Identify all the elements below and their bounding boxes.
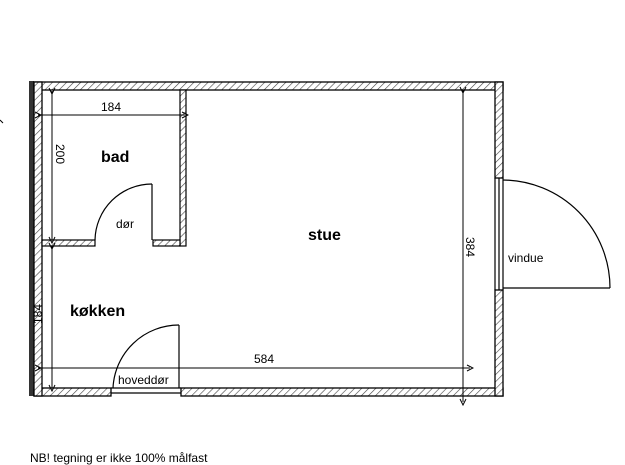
front-door-label: hoveddør bbox=[118, 373, 169, 387]
dim-value-bath-height: 200 bbox=[53, 144, 67, 164]
wall-top bbox=[33, 81, 504, 91]
wall-right-lower bbox=[494, 289, 504, 397]
dim-value-total-height: 384 bbox=[463, 237, 477, 257]
door-label: dør bbox=[116, 217, 134, 231]
dimension-lines bbox=[38, 90, 470, 402]
room-label-bathroom: bad bbox=[101, 149, 129, 166]
dim-value-bath-width: 184 bbox=[101, 100, 121, 114]
window-label: vindue bbox=[508, 251, 544, 265]
window bbox=[494, 178, 611, 290]
dim-value-kitchen-height: 184 bbox=[31, 304, 45, 324]
front-door bbox=[111, 324, 181, 394]
room-label-living-room: stue bbox=[308, 227, 341, 244]
front-door-arc bbox=[112, 324, 180, 389]
wall-bottom-left bbox=[33, 387, 112, 397]
exterior-walls bbox=[33, 81, 504, 397]
bathroom-wall-right bbox=[179, 89, 187, 247]
bathroom-wall-bottom-right bbox=[152, 239, 181, 247]
dim-value-total-width: 584 bbox=[254, 352, 274, 366]
bathroom-wall-bottom-left bbox=[41, 239, 96, 247]
corner-post bbox=[29, 81, 34, 396]
wall-left bbox=[33, 81, 43, 397]
bathroom-door-arc bbox=[94, 183, 153, 241]
edge-tick bbox=[0, 119, 4, 124]
window-swing-arc bbox=[502, 179, 611, 289]
footnote: NB! tegning er ikke 100% målfast bbox=[30, 451, 208, 465]
wall-right-upper bbox=[494, 81, 504, 179]
bathroom-door bbox=[94, 183, 153, 241]
room-label-kitchen: køkken bbox=[70, 303, 125, 320]
interior-walls bbox=[41, 89, 187, 247]
wall-bottom-right bbox=[180, 387, 504, 397]
